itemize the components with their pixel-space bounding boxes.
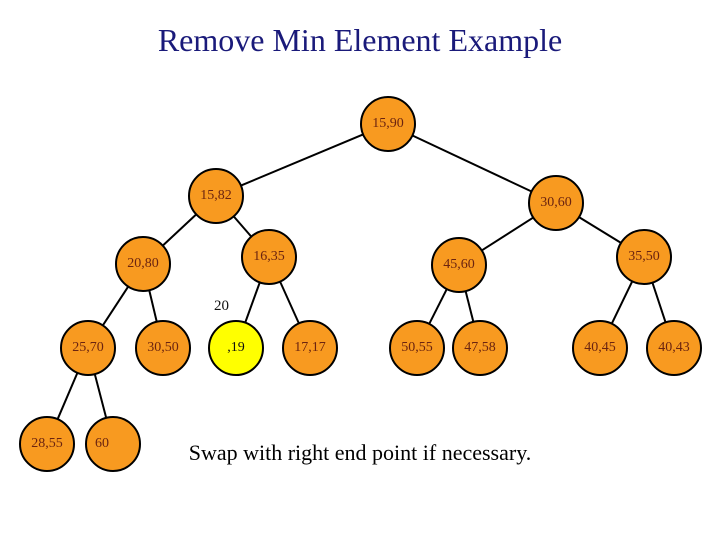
- tree-edge: [56, 372, 79, 420]
- tree-edge: [578, 216, 622, 244]
- tree-node[interactable]: 35,50: [616, 229, 672, 285]
- page-title: Remove Min Element Example: [157, 22, 563, 58]
- tree-node[interactable]: 40,43: [646, 320, 702, 376]
- tree-edge: [481, 216, 534, 252]
- tree-edge: [428, 288, 448, 325]
- tree-node[interactable]: 28,55: [19, 416, 75, 472]
- slide-caption: Swap with right end point if necessary.: [188, 440, 532, 465]
- tree-free-label: 20: [214, 298, 229, 314]
- tree-node[interactable]: 17,17: [282, 320, 338, 376]
- tree-node[interactable]: 60: [85, 416, 141, 472]
- tree-edge: [101, 286, 130, 326]
- tree-edge: [240, 133, 364, 187]
- tree-node[interactable]: 30,60: [528, 175, 584, 231]
- tree-edge: [412, 134, 532, 193]
- tree-edge: [610, 280, 634, 325]
- tree-edge: [162, 213, 197, 247]
- tree-node[interactable]: 16,35: [241, 229, 297, 285]
- tree-node[interactable]: 30,50: [135, 320, 191, 376]
- tree-node[interactable]: 20,80: [115, 236, 171, 292]
- tree-node[interactable]: 15,82: [188, 168, 244, 224]
- tree-edge: [93, 373, 108, 419]
- tree-edge: [148, 290, 158, 322]
- tree-node[interactable]: 47,58: [452, 320, 508, 376]
- tree-node[interactable]: ,19: [208, 320, 264, 376]
- tree-node[interactable]: 50,55: [389, 320, 445, 376]
- tree-node[interactable]: 15,90: [360, 96, 416, 152]
- tree-edge: [244, 282, 261, 323]
- tree-node[interactable]: 40,45: [572, 320, 628, 376]
- tree-edge: [279, 281, 300, 324]
- tree-edge: [232, 215, 253, 238]
- tree-node[interactable]: 25,70: [60, 320, 116, 376]
- tree-edge: [464, 290, 475, 323]
- tree-edge: [651, 282, 667, 323]
- tree-node[interactable]: 45,60: [431, 237, 487, 293]
